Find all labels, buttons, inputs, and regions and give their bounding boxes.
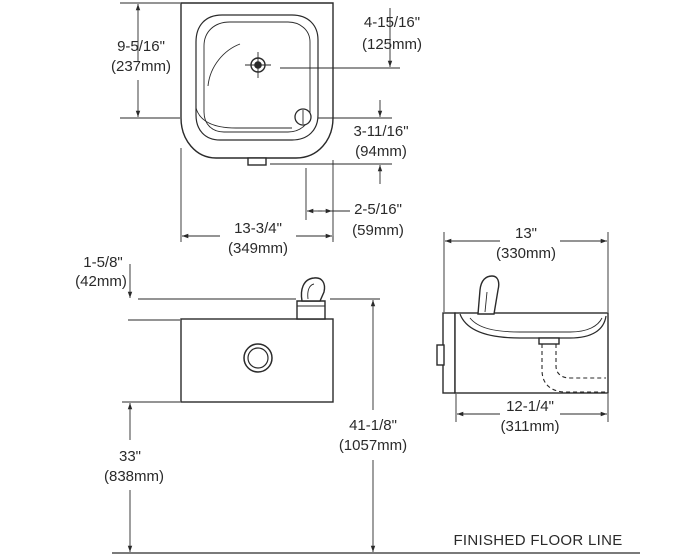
bubbler-offset-metric-label: (125mm) [362, 36, 422, 53]
dim-side-depth-inner: 12-1/4" (311mm) [455, 394, 609, 435]
front-width-metric-label: (349mm) [228, 240, 288, 257]
rim-height-imperial-label: 33" [119, 448, 141, 465]
dim-front-width: 13-3/4" (349mm) [180, 148, 334, 257]
bubbler-height-metric-label: (42mm) [75, 273, 127, 290]
dim-side-depth: 13" (330mm) [443, 225, 609, 312]
side-view-drain-pipe [541, 344, 606, 393]
top-view-basin-inner [195, 14, 319, 141]
top-view-basin-rim [203, 21, 311, 133]
outlet-offset-metric-label: (59mm) [352, 222, 404, 239]
drain-offset-imperial-label: 3-11/16" [353, 123, 408, 140]
dim-bubbler-offset: 4-15/16" (125mm) [280, 8, 422, 69]
top-view-outlet-stub [247, 157, 267, 166]
dim-bubbler-height: 1-5/8" (42mm) [75, 254, 296, 321]
side-view-housing [454, 312, 609, 394]
front-view [180, 277, 334, 403]
dim-outlet-offset: 2-5/16" (59mm) [305, 160, 404, 240]
dim-overall-height: 41-1/8" (1057mm) [330, 298, 407, 552]
bubbler-offset-imperial-label: 4-15/16" [364, 14, 420, 31]
side-depth-imperial-label: 13" [515, 225, 537, 242]
bubbler-front-icon [296, 277, 326, 320]
bubbler-height-imperial-label: 1-5/8" [83, 254, 123, 271]
top-view [180, 2, 334, 166]
floor-line-label: FINISHED FLOOR LINE [453, 532, 622, 549]
overall-height-metric-label: (1057mm) [339, 437, 407, 454]
side-depth-inner-metric-label: (311mm) [501, 418, 560, 435]
side-depth-metric-label: (330mm) [496, 245, 556, 262]
top-view-basin-channel [195, 107, 292, 129]
dim-rim-height: 33" (838mm) [104, 401, 180, 552]
finished-floor-line: FINISHED FLOOR LINE [112, 532, 640, 554]
front-width-imperial-label: 13-3/4" [234, 220, 282, 237]
side-view-drain-pipe-inner [555, 344, 606, 379]
top-view-basin-curve [207, 43, 241, 87]
side-view-basin-lip [469, 317, 603, 333]
side-view-wall-plate [442, 312, 456, 394]
top-view-depth-imperial-label: 9-5/16" [117, 38, 165, 55]
rim-height-metric-label: (838mm) [104, 468, 164, 485]
top-view-depth-metric-label: (237mm) [111, 58, 171, 75]
drain-offset-metric-label: (94mm) [355, 143, 407, 160]
outlet-offset-imperial-label: 2-5/16" [354, 201, 402, 218]
drain-top-icon [294, 108, 312, 126]
dim-drain-offset: 3-11/16" (94mm) [270, 100, 409, 184]
overall-height-imperial-label: 41-1/8" [349, 417, 397, 434]
side-depth-inner-imperial-label: 12-1/4" [506, 398, 554, 415]
side-view-wall-stub [436, 344, 445, 366]
bubbler-top-icon [245, 52, 271, 78]
dim-top-view-depth: 9-5/16" (237mm) [111, 2, 180, 119]
side-view-basin [459, 313, 607, 339]
side-view-drain-fitting [538, 337, 560, 345]
side-view-bubbler-icon [477, 275, 500, 315]
front-view-button-icon [243, 343, 273, 373]
side-view [436, 275, 609, 394]
